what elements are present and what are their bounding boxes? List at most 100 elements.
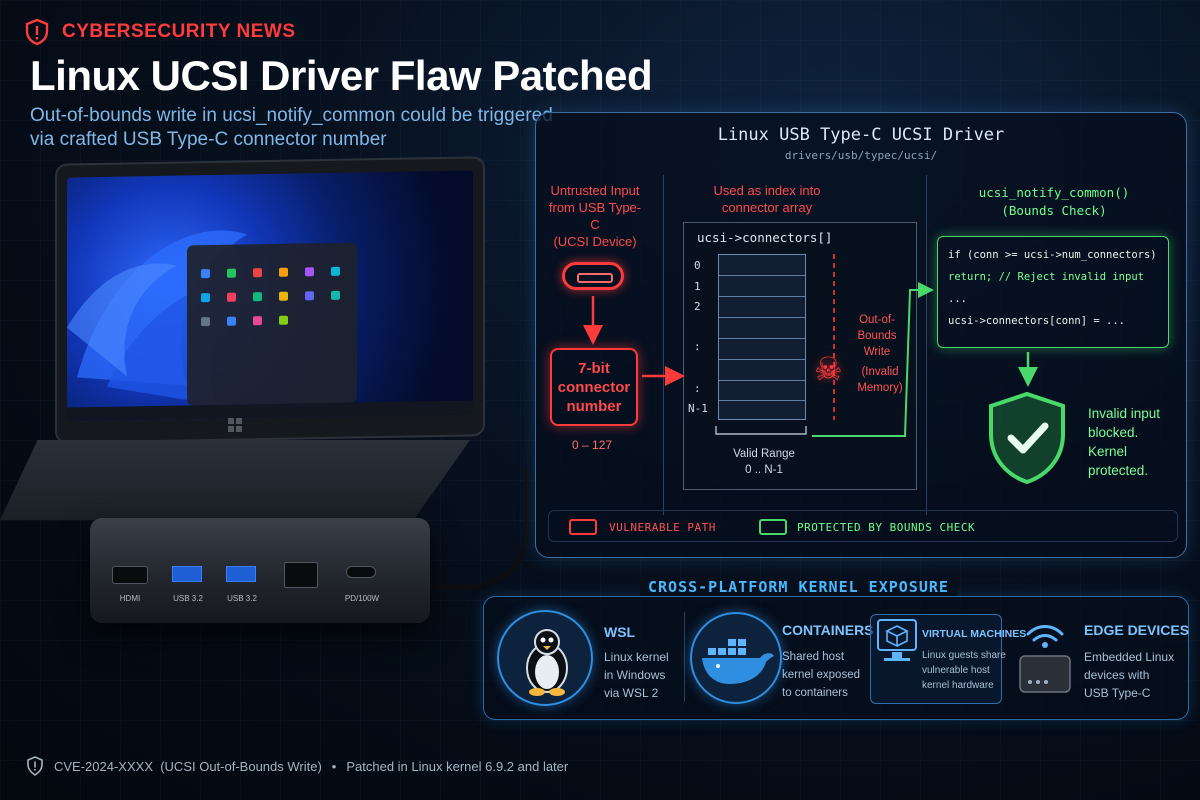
blocked-line: Kernel [1088,444,1128,459]
body-line: kernel hardware [922,680,994,691]
subheadline-line-1: Out-of-bounds write in ucsi_notify_commo… [30,105,553,126]
valid-range-line: 0 .. N-1 [745,464,783,476]
column-divider [926,175,927,515]
body-line: to containers [782,687,848,699]
code-line: ... [948,293,967,305]
heading-line: (Bounds Check) [1001,203,1107,218]
port-label-pd: PD/100W [344,594,380,603]
exposure-heading-vms: VIRTUAL MACHINES [922,628,1027,640]
ethernet-port [284,562,318,588]
subheadline: Out-of-bounds write in ucsi_notify_commo… [30,104,570,152]
blocked-line: protected. [1088,463,1149,478]
body-line: Linux kernel [604,650,669,664]
exposure-body-edge: Embedded Linux devices with USB Type-C [1084,648,1174,702]
shield-alert-icon [27,756,43,776]
footer: CVE-2024-XXXX (UCSI Out-of-Bounds Write)… [26,756,568,776]
exposure-title: CROSS-PLATFORM KERNEL EXPOSURE [640,578,957,596]
port-label-usb-2: USB 3.2 [227,594,257,603]
windows-logo-icon [228,418,242,432]
docker-whale-icon [690,612,782,704]
array-index: 2 [694,300,701,313]
blocked-message: Invalid input blocked. Kernel protected. [1088,404,1160,480]
array-index: N-1 [688,402,708,415]
body-line: in Windows [604,668,666,682]
tux-icon [497,610,593,706]
heading-line: (UCSI Device) [553,234,637,249]
subheadline-line-2: via crafted USB Type-C connector number [30,129,387,150]
legend-swatch-protected [759,519,787,535]
start-menu [187,242,357,406]
exposure-body-wsl: Linux kernel in Windows via WSL 2 [604,648,669,702]
blocked-line: blocked. [1088,425,1139,440]
array-index: 1 [694,280,701,293]
port-label-hdmi: HDMI [119,594,141,603]
oob-write-label: Out-of- Bounds Write [842,312,912,360]
box-line: 7-bit [578,359,610,377]
array-index: 0 [694,259,701,272]
invalid-memory-label: (Invalid Memory) [850,364,910,396]
box-line: number [566,397,622,415]
usb-c-port [346,566,376,578]
blocked-line: Invalid input [1088,406,1161,421]
footer-separator: • [331,758,337,774]
news-category: CYBERSECURITY NEWS [62,21,296,42]
skull-crossbones-icon: ☠ [814,350,843,388]
valid-range-label: Valid Range 0 .. N-1 [714,446,814,478]
oob-line: Out-of- [859,314,895,326]
source-path: drivers/usb/typec/ucsi/ [784,149,938,162]
oob-line: (Invalid [861,366,899,378]
oob-line: Bounds [857,330,897,342]
array-cells [718,254,806,420]
exposure-body-containers: Shared host kernel exposed to containers [782,648,860,702]
diagram-legend: VULNERABLE PATH PROTECTED BY BOUNDS CHEC… [548,510,1178,542]
legend-swatch-vulnerable [569,519,597,535]
diagram-title: Linux USB Type-C UCSI Driver [717,125,1005,145]
array-index: : [694,382,701,395]
patch-version: Patched in Linux kernel 6.9.2 and later [346,758,569,774]
usb-a-port [172,566,202,582]
port-label-usb-1: USB 3.2 [173,594,203,603]
laptop-keyboard-deck [0,440,470,520]
body-line: kernel exposed [782,669,860,681]
body-line: Shared host [782,651,845,663]
heading-line: from USB Type-C [548,200,642,232]
news-tag: CYBERSECURITY NEWS [24,18,296,46]
usb-c-dock: HDMI USB 3.2 USB 3.2 PD/100W [90,518,430,623]
body-line: Linux guests share [922,650,1006,661]
index-heading: Used as index into connector array [692,182,842,216]
heading-line: Untrusted Input [550,183,640,198]
virtual-machine-icon [877,619,917,661]
heading-line: ucsi_notify_common() [978,185,1130,200]
legend-protected: PROTECTED BY BOUNDS CHECK [797,521,976,534]
oob-line: Memory) [857,382,903,394]
body-line: Embedded Linux [1084,650,1175,664]
heading-line: Used as index into [713,183,821,198]
valid-range-line: Valid Range [733,448,795,460]
exposure-heading-containers: CONTAINERS [782,622,874,638]
bounds-check-code: if (conn >= ucsi->num_connectors) return… [937,236,1169,348]
exposure-separator [684,612,685,702]
bounds-check-heading: ucsi_notify_common() (Bounds Check) [930,184,1178,220]
body-line: devices with [1084,668,1150,682]
array-index: : [694,340,701,353]
exposure-heading-wsl: WSL [604,624,636,640]
warning-shield-icon [25,18,49,46]
code-line: if (conn >= ucsi->num_connectors) [948,249,1157,261]
body-line: via WSL 2 [604,686,659,700]
shield-check-icon [989,391,1065,485]
body-line: USB Type-C [1084,686,1151,700]
heading-line: connector array [721,200,813,215]
code-line: ucsi->connectors[conn] = ... [948,315,1126,327]
laptop-screen [55,156,485,444]
headline: Linux UCSI Driver Flaw Patched [30,52,653,99]
legend-vulnerable: VULNERABLE PATH [609,521,716,534]
column-divider [663,175,664,515]
untrusted-input-heading: Untrusted Input from USB Type-C (UCSI De… [545,182,645,250]
exposure-panel [483,596,1189,720]
input-range: 0 – 127 [572,438,613,452]
array-label: ucsi->connectors[] [697,230,833,245]
usb-type-c-icon [562,262,624,290]
connector-number-box: 7-bit connector number [550,348,638,426]
usb-c-cable [400,470,530,590]
body-line: vulnerable host [922,665,990,676]
